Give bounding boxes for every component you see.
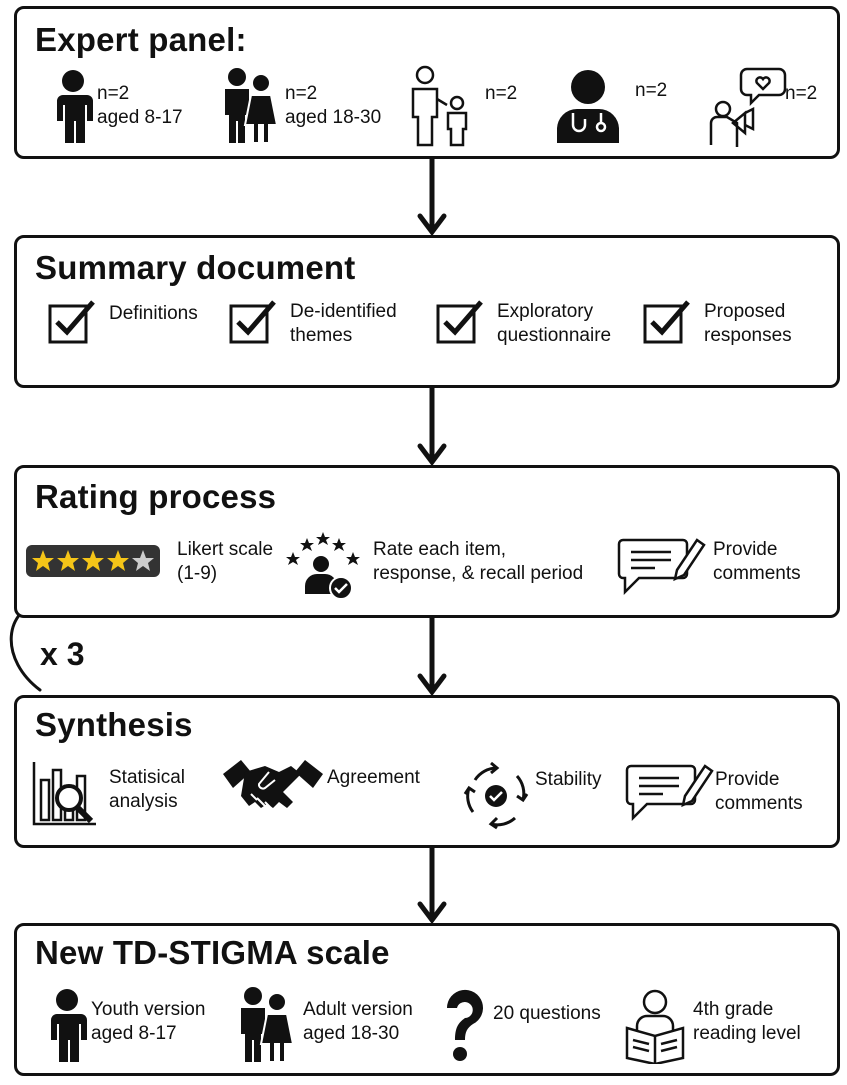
summary-responses-label-2: responses	[704, 325, 792, 346]
expert-doctor-count: n=2	[635, 80, 668, 101]
cycle-check-icon	[463, 761, 529, 830]
synthesis-comments-label-1: Provide	[715, 769, 780, 790]
loop-label: x 3	[40, 636, 85, 672]
summary-definitions-label: Definitions	[109, 303, 198, 324]
synthesis-title: Synthesis	[35, 706, 193, 743]
scale-reading-label-1: 4th grade	[693, 999, 774, 1020]
expert-advocate-count: n=2	[785, 83, 818, 104]
checkbox-icon	[229, 300, 276, 344]
summary-themes-label-2: themes	[290, 325, 353, 346]
expert-adult-count: n=2	[285, 83, 318, 104]
summary-questionnaire-label-1: Exploratory	[497, 301, 594, 322]
expert-panel-title: Expert panel:	[35, 21, 247, 58]
synthesis-agreement-label: Agreement	[327, 767, 420, 788]
scale-youth-label-2: aged 8-17	[91, 1023, 177, 1044]
handshake-icon	[223, 760, 323, 811]
synthesis-analysis-label-2: analysis	[109, 791, 178, 812]
synthesis-box: Synthesis Statisical analysis Agreement	[14, 695, 840, 848]
new-scale-box: New TD-STIGMA scale Youth version aged 8…	[14, 923, 840, 1076]
expert-adult-age: aged 18-30	[285, 107, 382, 128]
advocate-icon	[709, 67, 787, 147]
reading-icon	[625, 989, 685, 1064]
rating-comments-label-2: comments	[713, 563, 801, 584]
rated-person-icon	[286, 532, 360, 600]
scale-questions-label: 20 questions	[493, 1003, 601, 1024]
rating-rate-label-2: response, & recall period	[373, 563, 584, 584]
rating-rate-label-1: Rate each item,	[373, 539, 507, 560]
couple-icon	[241, 987, 295, 1063]
rating-process-box: Rating process Likert scale (1-9) Rate e…	[14, 465, 840, 618]
rating-comments-label-1: Provide	[713, 539, 778, 560]
rating-likert-label-2: (1-9)	[177, 563, 218, 584]
star-rating-icon	[26, 545, 160, 577]
synthesis-analysis-label-1: Statisical	[109, 767, 186, 788]
synthesis-stability-label: Stability	[535, 769, 602, 790]
expert-parent-count: n=2	[485, 83, 518, 104]
expert-child-age: aged 8-17	[97, 107, 183, 128]
checkbox-icon	[48, 300, 95, 344]
question-mark-icon	[446, 989, 483, 1061]
child-icon	[51, 989, 87, 1062]
scale-youth-label-1: Youth version	[91, 999, 206, 1020]
couple-icon	[225, 68, 279, 144]
expert-panel-box: Expert panel: n=2 aged 8-17 n=2 aged 18-…	[14, 6, 840, 159]
chart-analysis-icon	[32, 762, 96, 826]
rating-process-title: Rating process	[35, 478, 277, 515]
synthesis-comments-label-2: comments	[715, 793, 803, 814]
scale-adult-label-1: Adult version	[303, 999, 413, 1020]
rating-likert-label-1: Likert scale	[177, 539, 274, 560]
comment-icon	[617, 538, 706, 596]
expert-child-count: n=2	[97, 83, 130, 104]
checkbox-icon	[643, 300, 690, 344]
new-scale-title: New TD-STIGMA scale	[35, 934, 390, 971]
summary-responses-label-1: Proposed	[704, 301, 786, 322]
parent-child-icon	[411, 65, 468, 147]
child-icon	[57, 70, 93, 143]
scale-reading-label-2: reading level	[693, 1023, 801, 1044]
summary-questionnaire-label-2: questionnaire	[497, 325, 612, 346]
summary-document-box: Summary document Definitions De-identifi…	[14, 235, 840, 388]
doctor-icon	[557, 70, 619, 143]
summary-document-title: Summary document	[35, 249, 356, 286]
scale-adult-label-2: aged 18-30	[303, 1023, 400, 1044]
comment-icon	[625, 764, 714, 822]
summary-themes-label-1: De-identified	[290, 301, 397, 322]
checkbox-icon	[436, 300, 483, 344]
